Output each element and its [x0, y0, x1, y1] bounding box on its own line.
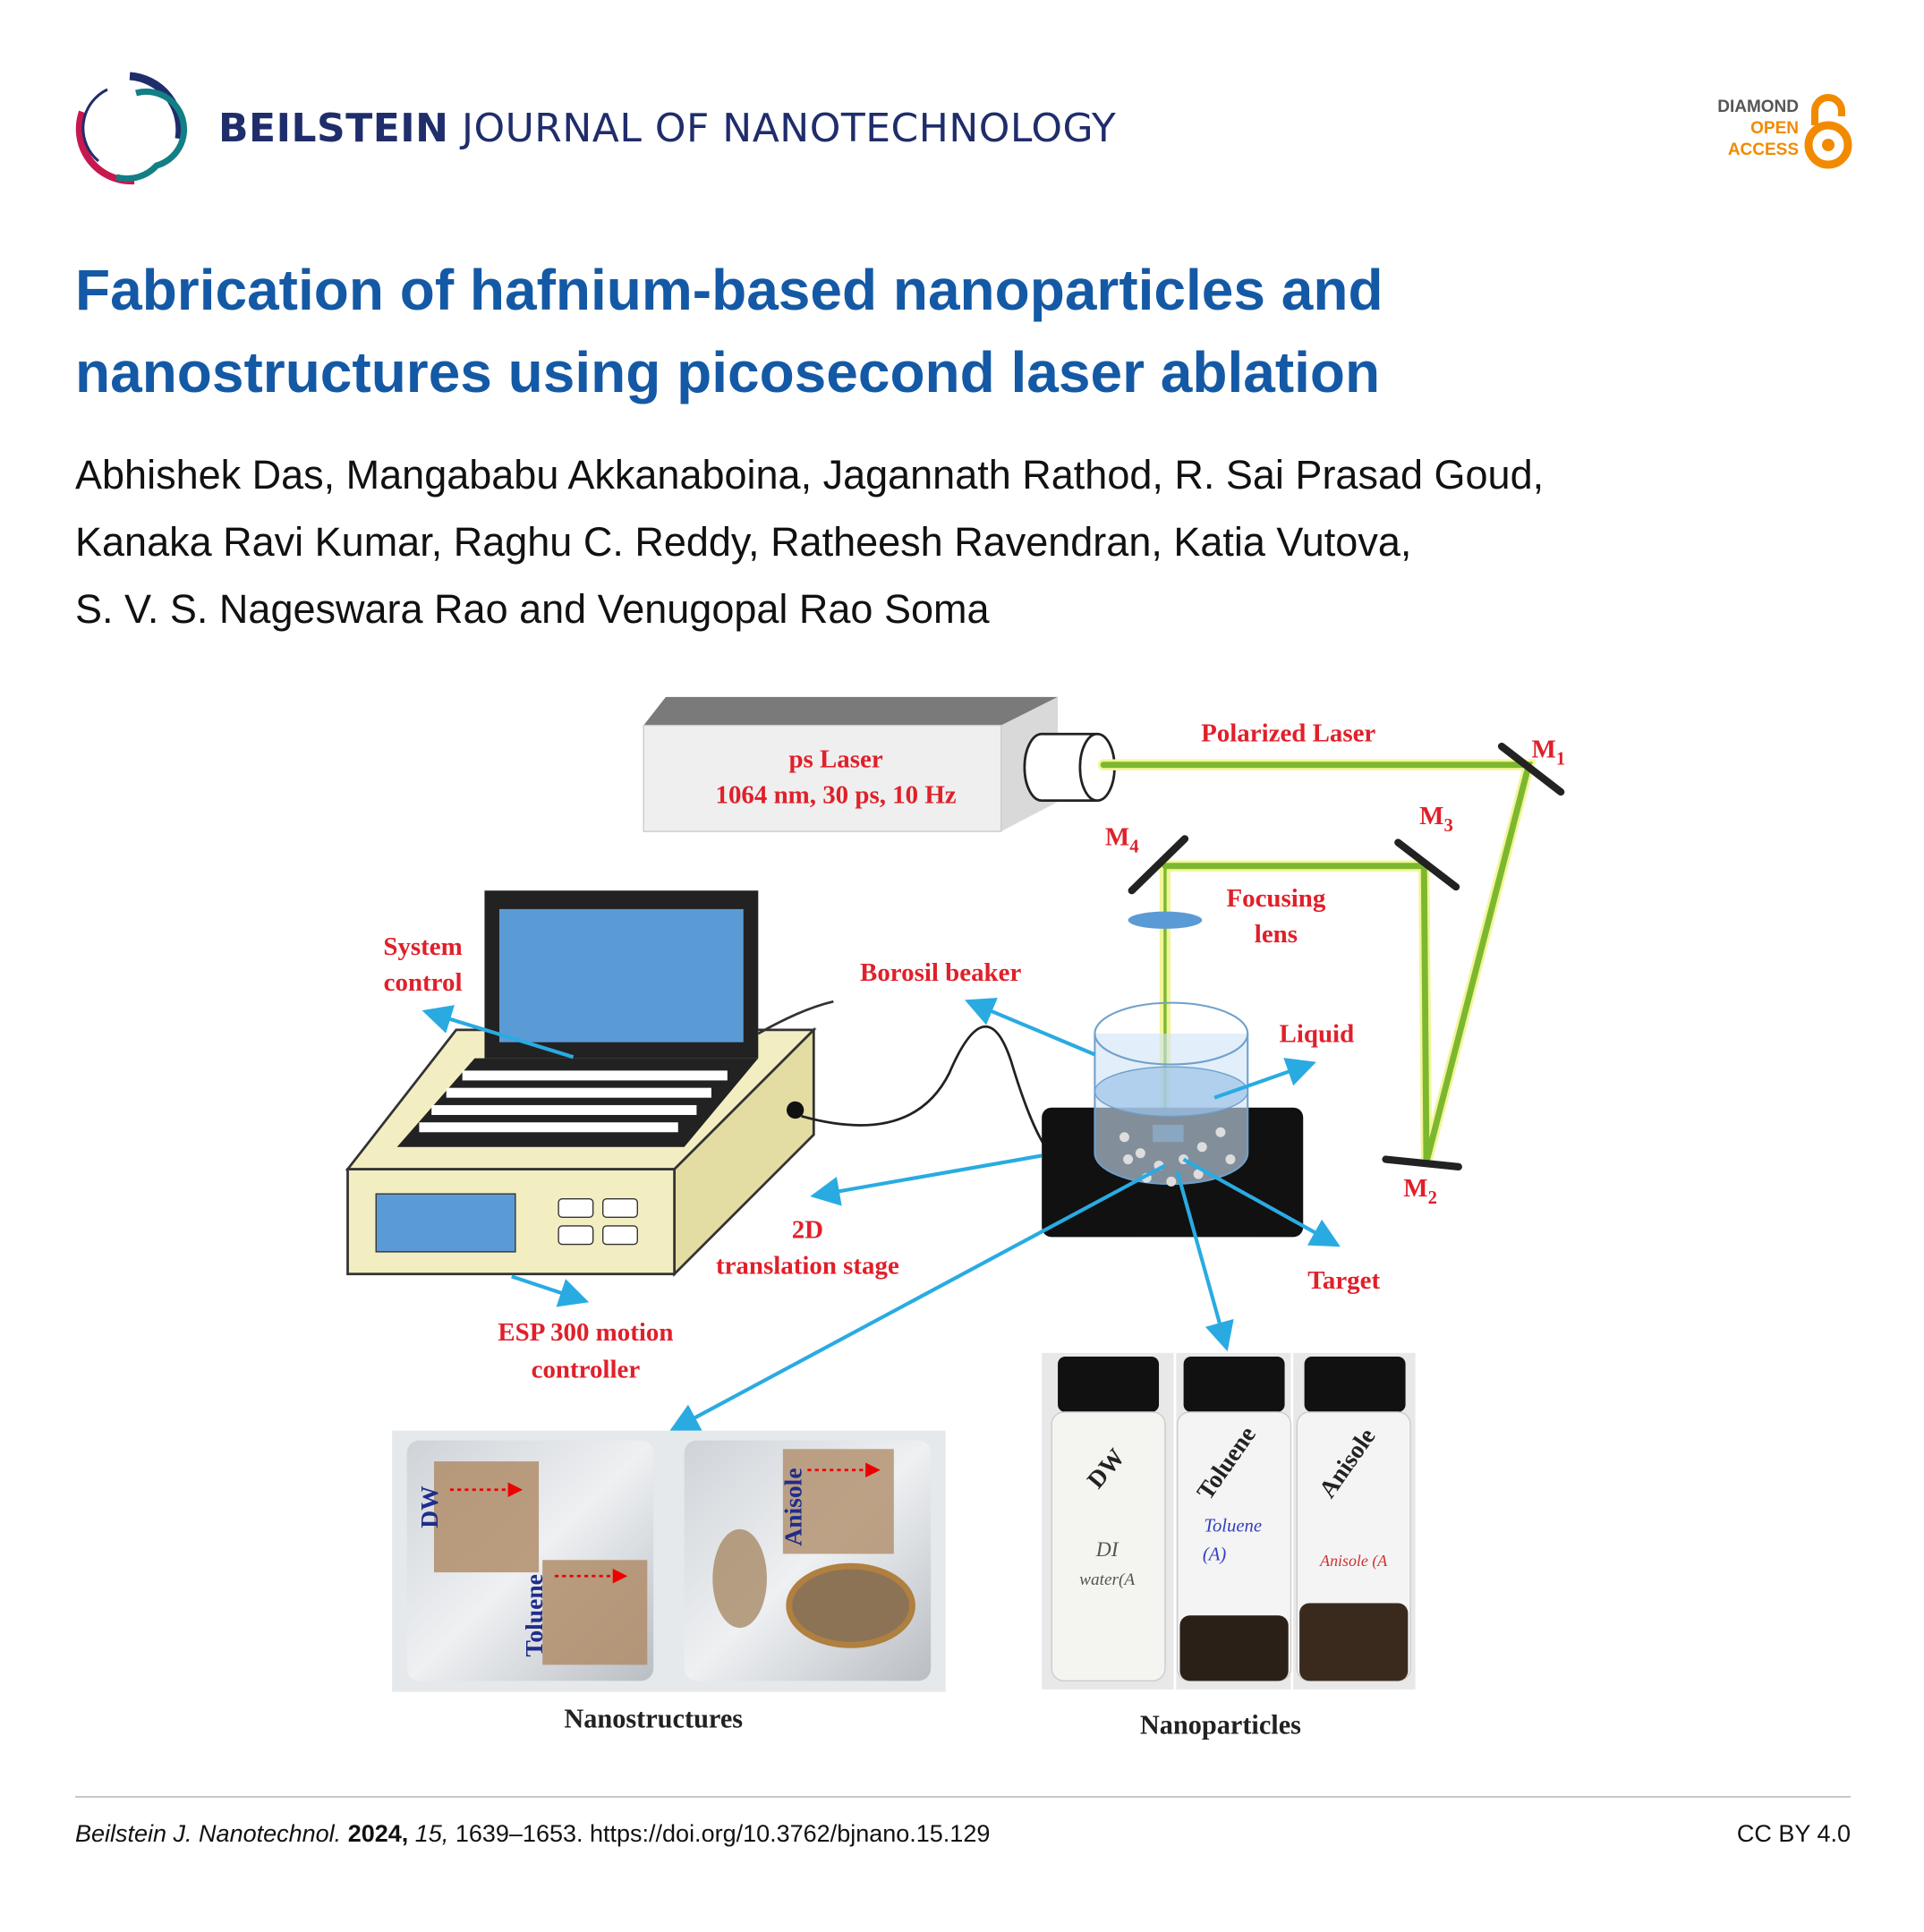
- m4-label: M4: [1105, 822, 1139, 856]
- title-line-2: nanostructures using picosecond laser ab…: [75, 340, 1381, 404]
- citation-year: 2024,: [347, 1820, 409, 1847]
- focusing-lens-icon: [1128, 911, 1203, 929]
- graphical-abstract-figure: ps Laser 1064 nm, 30 ps, 10 Hz Polarized…: [345, 696, 1566, 1741]
- motion-controller-and-laptop: [345, 890, 1047, 1278]
- diamond-open-access-badge: DIAMOND OPEN ACCESS: [1682, 89, 1852, 172]
- translation-stage-and-beaker: [1042, 1001, 1304, 1238]
- vial-handwriting-toluene-2: (A): [1203, 1545, 1226, 1564]
- laser-box: [643, 696, 1116, 832]
- sample-label-toluene: Toluene: [520, 1574, 548, 1656]
- focusing-lens-label-2: lens: [1255, 920, 1298, 949]
- m2-label: M2: [1403, 1174, 1437, 1208]
- vial-handwriting-dw-2: water(A: [1079, 1570, 1135, 1589]
- authors-line-1: Abhishek Das, Mangababu Akkanaboina, Jag…: [75, 452, 1545, 498]
- footer-divider: [75, 1796, 1851, 1798]
- m3-label: M3: [1419, 802, 1453, 836]
- stage-label-2: translation stage: [716, 1252, 899, 1281]
- beilstein-logo-icon: [75, 72, 188, 185]
- license-label[interactable]: CC BY 4.0: [1736, 1820, 1851, 1847]
- journal-name-bold: BEILSTEIN: [218, 106, 449, 151]
- authors-line-2: Kanaka Ravi Kumar, Raghu C. Reddy, Rathe…: [75, 519, 1412, 565]
- vial-handwriting-dw-1: DI: [1095, 1538, 1119, 1562]
- target-label: Target: [1307, 1266, 1380, 1295]
- citation-journal: Beilstein J. Nanotechnol.: [75, 1820, 342, 1847]
- oa-line2: OPEN: [1750, 119, 1799, 138]
- vial-handwriting-anisole: Anisole (A: [1319, 1552, 1387, 1570]
- citation-volume: 15,: [414, 1820, 449, 1847]
- system-control-label-2: control: [384, 968, 463, 997]
- title-line-1: Fabrication of hafnium-based nanoparticl…: [75, 258, 1383, 322]
- controller-label-2: controller: [532, 1355, 641, 1383]
- controller-label-1: ESP 300 motion: [498, 1318, 673, 1347]
- m1-label: M1: [1532, 735, 1566, 769]
- laser-name-label: ps Laser: [788, 745, 882, 773]
- polarized-laser-label: Polarized Laser: [1201, 719, 1375, 748]
- journal-name-rest: JOURNAL OF NANOTECHNOLOGY: [461, 106, 1117, 151]
- system-control-label-1: System: [383, 932, 462, 961]
- nanoparticles-vials-photo: DW Toluene Anisole DI water(A Toluene (A…: [1042, 1352, 1416, 1689]
- vial-handwriting-toluene-1: Toluene: [1204, 1517, 1262, 1536]
- mirrors: [1128, 742, 1565, 1170]
- mirror-m4: [1128, 835, 1189, 895]
- journal-name[interactable]: BEILSTEIN JOURNAL OF NANOTECHNOLOGY: [218, 106, 1116, 151]
- mirror-m2: [1382, 1155, 1462, 1170]
- oa-line1: DIAMOND: [1717, 98, 1799, 116]
- article-title: Fabrication of hafnium-based nanoparticl…: [75, 249, 1775, 413]
- author-list: Abhishek Das, Mangababu Akkanaboina, Jag…: [75, 441, 1865, 643]
- open-access-lock-icon: [1804, 94, 1852, 169]
- nanostructures-photo: DW Toluene Anisole: [392, 1430, 946, 1692]
- oa-line3: ACCESS: [1727, 140, 1799, 159]
- nanostructures-caption: Nanostructures: [564, 1704, 743, 1734]
- citation-pages-doi[interactable]: 1639–1653. https://doi.org/10.3762/bjnan…: [455, 1820, 991, 1847]
- laser-specs-label: 1064 nm, 30 ps, 10 Hz: [716, 780, 957, 809]
- authors-line-3: S. V. S. Nageswara Rao and Venugopal Rao…: [75, 586, 990, 632]
- mirror-m3: [1394, 838, 1460, 891]
- callout-arrows: [421, 997, 1341, 1432]
- citation: Beilstein J. Nanotechnol. 2024, 15, 1639…: [75, 1820, 990, 1848]
- nanoparticles-caption: Nanoparticles: [1140, 1710, 1301, 1741]
- focusing-lens-label-1: Focusing: [1226, 884, 1325, 913]
- sample-label-dw: DW: [415, 1485, 443, 1528]
- borosil-beaker-label: Borosil beaker: [860, 958, 1021, 987]
- sample-label-anisole: Anisole: [779, 1468, 807, 1545]
- liquid-label: Liquid: [1280, 1020, 1355, 1049]
- mirror-m1: [1497, 742, 1565, 796]
- stage-label-1: 2D: [792, 1216, 823, 1245]
